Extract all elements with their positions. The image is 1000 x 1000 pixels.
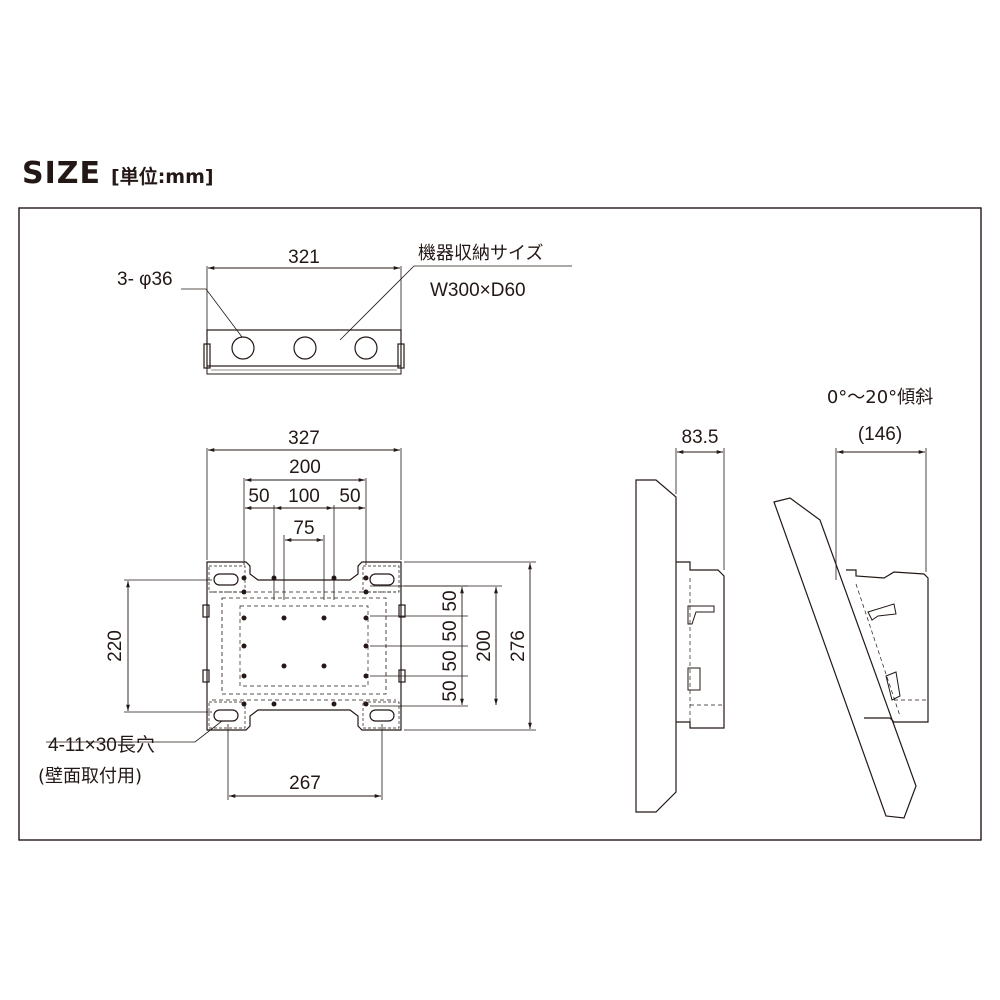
overall-width-label: 327 [288, 428, 320, 449]
side-depth-label: 83.5 [682, 427, 719, 448]
drawing-frame [18, 207, 982, 841]
right-pitch-2-label: 50 [440, 620, 461, 641]
front-view [46, 448, 536, 800]
top-body [206, 329, 402, 367]
tilt-range-label: 0°〜20°傾斜 [827, 387, 933, 408]
right-pitch-4-label: 50 [440, 680, 461, 701]
tilt-depth-label: (146) [858, 424, 902, 445]
overall-height-label: 276 [508, 630, 529, 662]
pitch-right-label: 50 [339, 486, 360, 507]
top-view [181, 265, 572, 375]
side-view [635, 448, 725, 813]
tv-panel-side [635, 479, 677, 813]
wall-slot [369, 573, 395, 586]
size-title: SIZE [22, 156, 102, 191]
pattern-width-label: 200 [289, 457, 321, 478]
slot-note-label: (壁面取付用) [38, 766, 142, 787]
storage-size-label: W300×D60 [430, 280, 526, 301]
bottom-width-label: 267 [289, 773, 321, 794]
inner-pitch-label: 75 [293, 518, 314, 539]
left-height-label: 220 [105, 630, 126, 662]
tv-panel-tilted [773, 497, 917, 819]
top-width-label: 321 [288, 247, 320, 268]
wall-slot [369, 709, 395, 722]
mount-plate-outline [206, 561, 402, 731]
bracket-tilted [846, 569, 929, 723]
right-pitch-1-label: 50 [440, 590, 461, 611]
wall-slot [213, 573, 239, 586]
cable-hole [293, 336, 317, 360]
slot-spec-label: 4-11×30長穴 [48, 734, 155, 756]
tilt-view [773, 448, 929, 819]
cable-hole [354, 336, 378, 360]
cable-hole [231, 336, 255, 360]
pitch-left-label: 50 [248, 486, 269, 507]
bracket-side [676, 561, 725, 729]
wall-slot [213, 709, 239, 722]
size-heading: SIZE [単位:mm] [22, 156, 214, 191]
pattern-height-label: 200 [474, 630, 495, 662]
storage-label: 機器収納サイズ [418, 243, 543, 264]
pitch-center-label: 100 [288, 486, 320, 507]
screw-holes [241, 575, 369, 707]
unit-label: [単位:mm] [111, 166, 214, 188]
hole-spec-label: 3- φ36 [117, 269, 173, 290]
right-pitch-3-label: 50 [440, 650, 461, 671]
